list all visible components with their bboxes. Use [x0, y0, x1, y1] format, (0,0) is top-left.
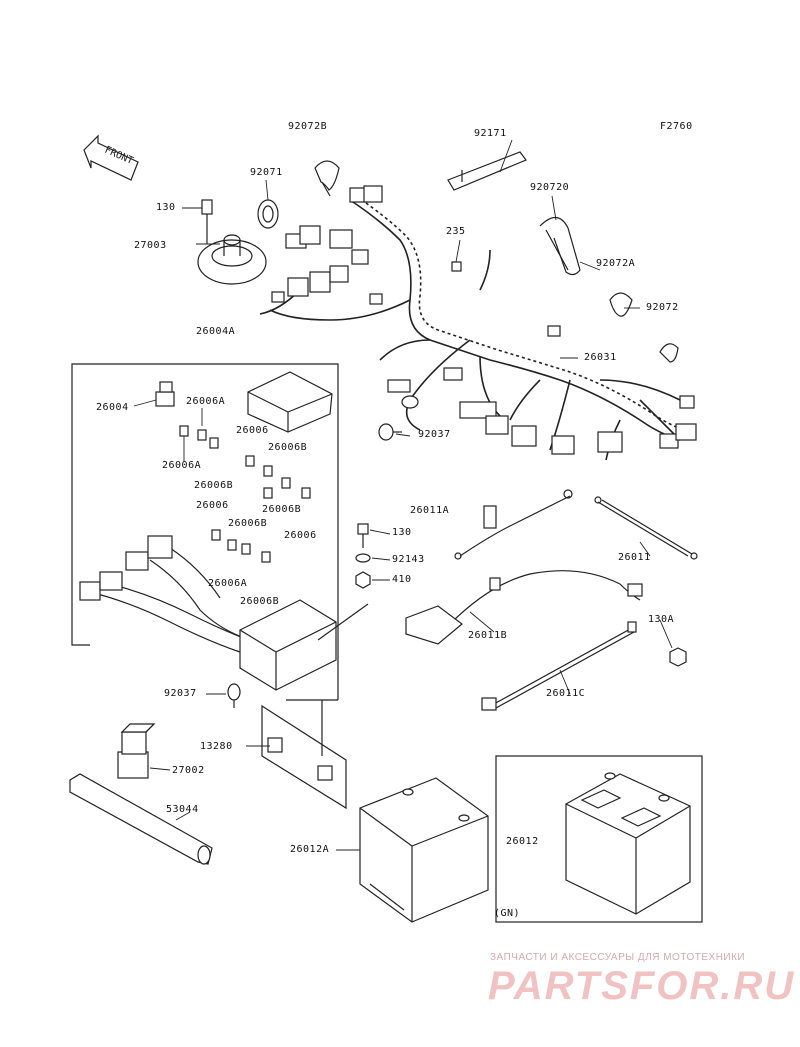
part-label-26006b-a: 26006B	[268, 442, 308, 453]
horn-27003	[197, 199, 267, 285]
bolt-130-inset	[357, 523, 369, 548]
washer-92143	[355, 553, 371, 563]
figure-code: F2760	[660, 121, 693, 132]
part-label-235: 235	[446, 226, 466, 237]
clamp-92072a	[609, 292, 633, 317]
main-wiring-harness-26031	[259, 195, 691, 461]
part-label-410: 410	[392, 574, 412, 585]
clamp-92072b	[314, 160, 340, 197]
part-label-27002: 27002	[172, 765, 205, 776]
band-clamp-920720	[539, 216, 581, 276]
clip-92037-lower	[227, 683, 241, 708]
fuse-box-inset-frame	[71, 363, 339, 700]
part-label-130a: 130A	[648, 614, 675, 625]
part-label-53044: 53044	[166, 804, 199, 815]
bolt-130a	[669, 647, 687, 667]
screw-235	[451, 261, 462, 272]
part-label-13280: 13280	[200, 741, 233, 752]
battery-26012	[565, 772, 691, 915]
front-direction-arrow: FRONT	[83, 134, 139, 181]
part-label-26004: 26004	[96, 402, 129, 413]
part-label-26006b-d: 26006B	[228, 518, 268, 529]
part-label-92072a: 92072A	[596, 258, 636, 269]
relay-27002	[117, 723, 156, 779]
part-label-92071: 92071	[250, 167, 283, 178]
clip-92037-upper	[378, 423, 402, 441]
part-label-26031: 26031	[584, 352, 617, 363]
bracket-92171	[447, 151, 527, 191]
part-label-26006b-c: 26006B	[262, 504, 302, 515]
fuses-26006	[179, 425, 311, 563]
part-label-92072b: 92072B	[288, 121, 328, 132]
part-label-92143: 92143	[392, 554, 425, 565]
part-label-26006-b: 26006	[196, 500, 229, 511]
part-label-130-top: 130	[156, 202, 176, 213]
cable-26011	[594, 496, 698, 560]
part-label-92037-lower: 92037	[164, 688, 197, 699]
relay-26004	[155, 381, 175, 407]
watermark-tagline: ЗАПЧАСТИ И АКСЕССУАРЫ ДЛЯ МОТОТЕХНИКИ	[490, 952, 746, 963]
clamp-92072	[659, 343, 679, 363]
leader-lines	[133, 139, 673, 851]
part-label-92037-upper: 92037	[418, 429, 451, 440]
part-label-26006b-b: 26006B	[194, 480, 234, 491]
part-label-26011b: 26011B	[468, 630, 508, 641]
part-label-27003: 27003	[134, 240, 167, 251]
part-label-26011a: 26011A	[410, 505, 450, 516]
part-label-26011c: 26011C	[546, 688, 586, 699]
region-note-gn: (GN)	[494, 908, 521, 919]
tube-53044	[69, 773, 213, 865]
fuse-box-cover	[247, 371, 333, 433]
gn-inset-frame	[495, 755, 703, 923]
part-label-26006-a: 26006	[236, 425, 269, 436]
part-label-26006b-e: 26006B	[240, 596, 280, 607]
nut-410	[355, 571, 371, 589]
part-label-92171: 92171	[474, 128, 507, 139]
battery-26012a	[359, 777, 489, 923]
part-label-26004a: 26004A	[196, 326, 236, 337]
part-label-26012: 26012	[506, 836, 539, 847]
watermark-logo: PARTSFOR.RU	[488, 964, 796, 1008]
part-label-26006-c: 26006	[284, 530, 317, 541]
part-label-26011: 26011	[618, 552, 651, 563]
part-label-92072: 92072	[646, 302, 679, 313]
fuse-box-harness	[79, 535, 337, 691]
harness-connectors	[271, 185, 697, 455]
grommet-92071	[257, 199, 279, 229]
part-label-920720: 920720	[530, 182, 570, 193]
part-label-26006a-top: 26006A	[186, 396, 226, 407]
cable-26011a	[454, 489, 573, 560]
part-label-26006a-bottom: 26006A	[208, 578, 248, 589]
cable-26011c	[481, 621, 637, 711]
part-label-26006a-left: 26006A	[162, 460, 202, 471]
cable-26011b	[405, 570, 643, 645]
part-label-130-mid: 130	[392, 527, 412, 538]
part-label-26012a: 26012A	[290, 844, 330, 855]
bracket-13280	[261, 704, 347, 810]
